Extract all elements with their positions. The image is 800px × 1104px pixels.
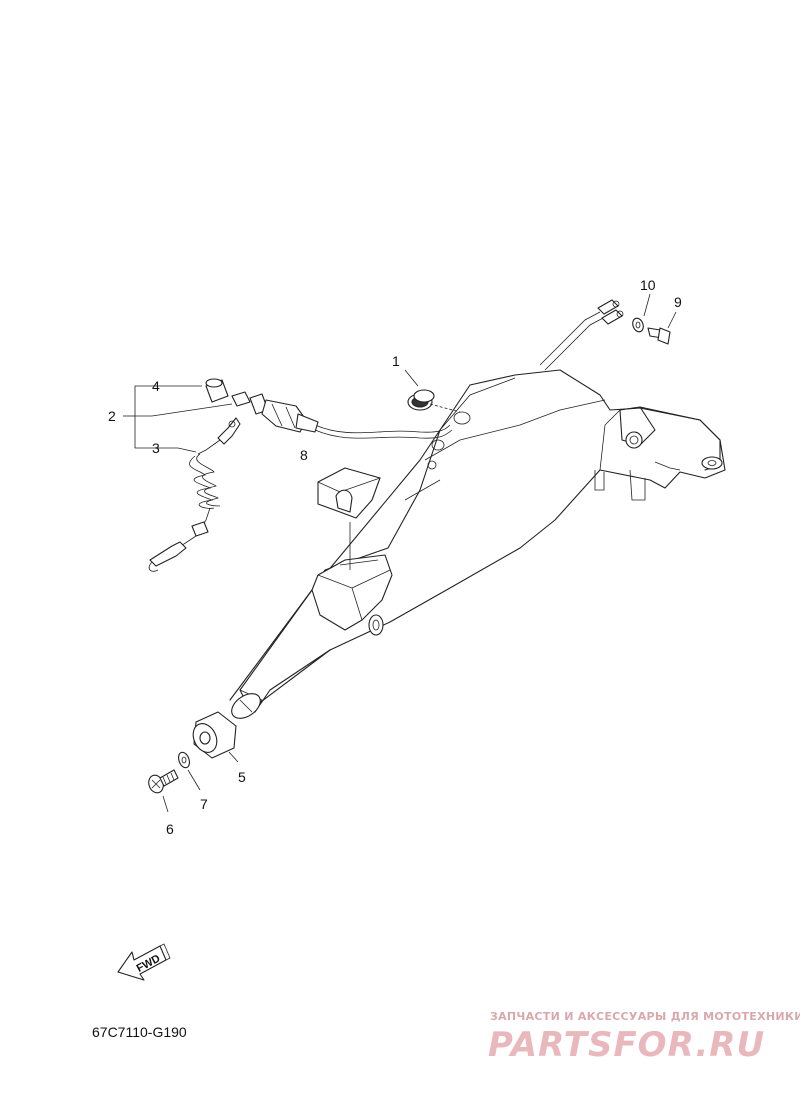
- callout-9: 9: [674, 294, 682, 310]
- washer-part-10: [632, 293, 651, 333]
- cap-part-4: [205, 378, 229, 403]
- stop-switch-lead-wire: [314, 299, 624, 439]
- washer-part-7: [178, 751, 201, 791]
- bolt-part-9: [647, 311, 677, 345]
- end-cap-part-5: [192, 711, 239, 763]
- callout-3: 3: [152, 440, 160, 456]
- watermark-logo: PARTSFOR.RU: [488, 1025, 765, 1065]
- callout-5: 5: [238, 769, 246, 785]
- stop-switch-part-2: [231, 391, 319, 433]
- fwd-label: FWD: [135, 953, 163, 975]
- fwd-arrow-icon: FWD: [117, 943, 171, 981]
- cover-part-8: [317, 467, 381, 570]
- watermark-tagline: ЗАПЧАСТИ И АКСЕССУАРЫ ДЛЯ МОТОТЕХНИКИ: [490, 1010, 800, 1023]
- callout-2: 2: [108, 408, 116, 424]
- watermark: ЗАПЧАСТИ И АКСЕССУАРЫ ДЛЯ МОТОТЕХНИКИ PA…: [488, 1010, 800, 1065]
- diagram-code: 67C7110-G190: [92, 1024, 187, 1040]
- callout-7: 7: [200, 796, 208, 812]
- callout-1: 1: [392, 353, 400, 369]
- grommet-part-1: [404, 369, 461, 413]
- screw-part-6: [148, 769, 179, 813]
- callout-8: 8: [300, 447, 308, 463]
- callout-bracket-2-3-4: [123, 385, 233, 453]
- callout-6: 6: [166, 821, 174, 837]
- callout-4: 4: [152, 378, 160, 394]
- lanyard-part-3: [148, 417, 241, 572]
- tiller-handle-body: [229, 369, 726, 719]
- callout-10: 10: [640, 277, 656, 293]
